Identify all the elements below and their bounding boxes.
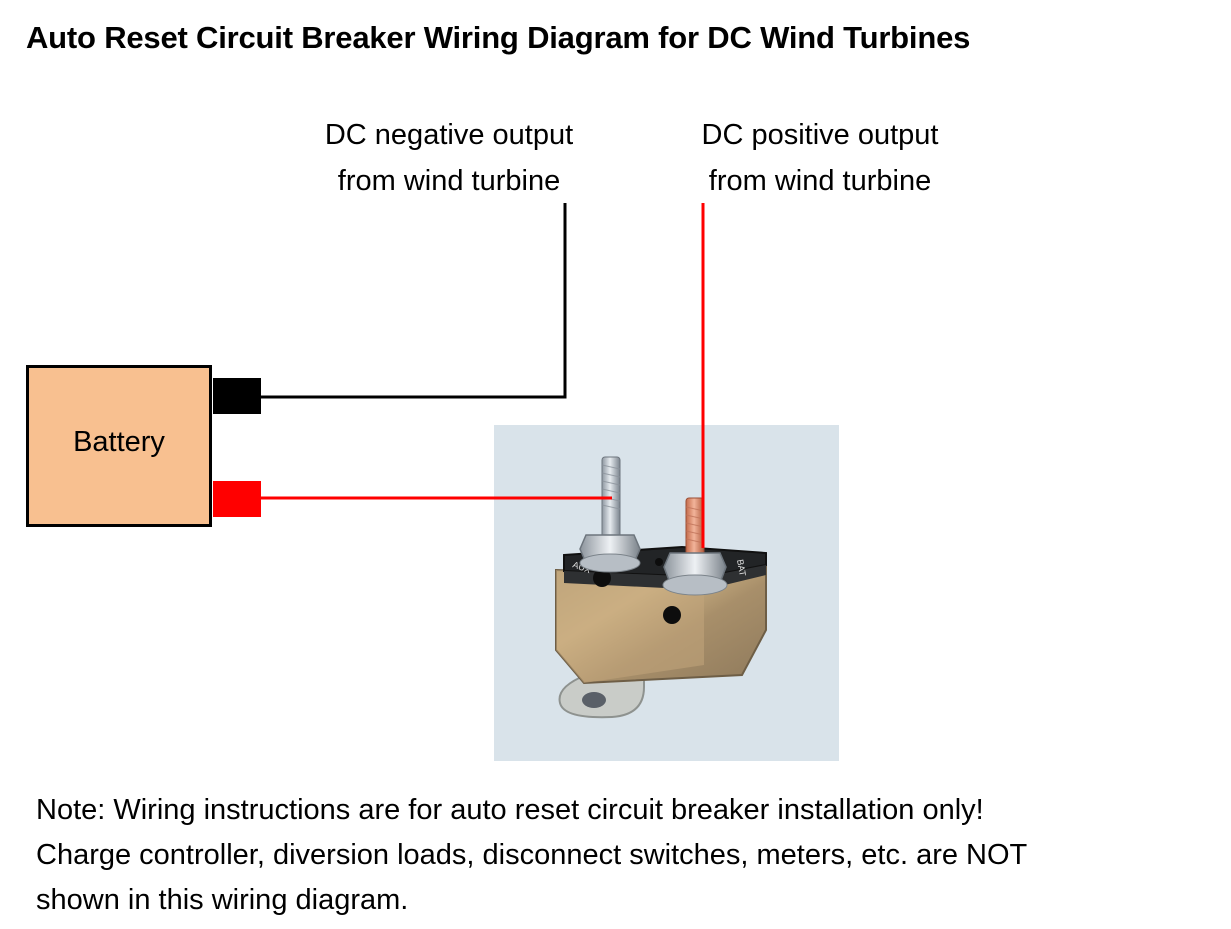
battery-negative-terminal — [213, 378, 261, 414]
battery-positive-terminal — [213, 481, 261, 517]
positive-output-label: DC positive output from wind turbine — [670, 112, 970, 204]
installation-note: Note: Wiring instructions are for auto r… — [36, 788, 1221, 923]
bat-stud — [662, 497, 728, 596]
battery: Battery — [26, 365, 212, 527]
note-line-2: Charge controller, diversion loads, disc… — [36, 839, 1028, 871]
positive-label-line-1: DC positive output — [701, 119, 939, 151]
note-line-3: shown in this wiring diagram. — [36, 884, 409, 916]
aux-stud — [579, 456, 641, 573]
note-line-1: Note: Wiring instructions are for auto r… — [36, 794, 984, 826]
negative-wire — [261, 203, 567, 399]
diagram-title: Auto Reset Circuit Breaker Wiring Diagra… — [26, 20, 971, 55]
circuit-breaker-illustration: AUX BAT — [555, 456, 767, 719]
bat-stud-marking: BAT — [735, 559, 748, 578]
circuit-breaker-photo: AUX BAT — [494, 425, 839, 761]
negative-output-label: DC negative output from wind turbine — [296, 112, 602, 204]
negative-label-line-2: from wind turbine — [337, 165, 561, 197]
battery-label: Battery — [73, 426, 165, 458]
negative-label-line-1: DC negative output — [324, 119, 574, 151]
positive-label-line-2: from wind turbine — [708, 165, 932, 197]
